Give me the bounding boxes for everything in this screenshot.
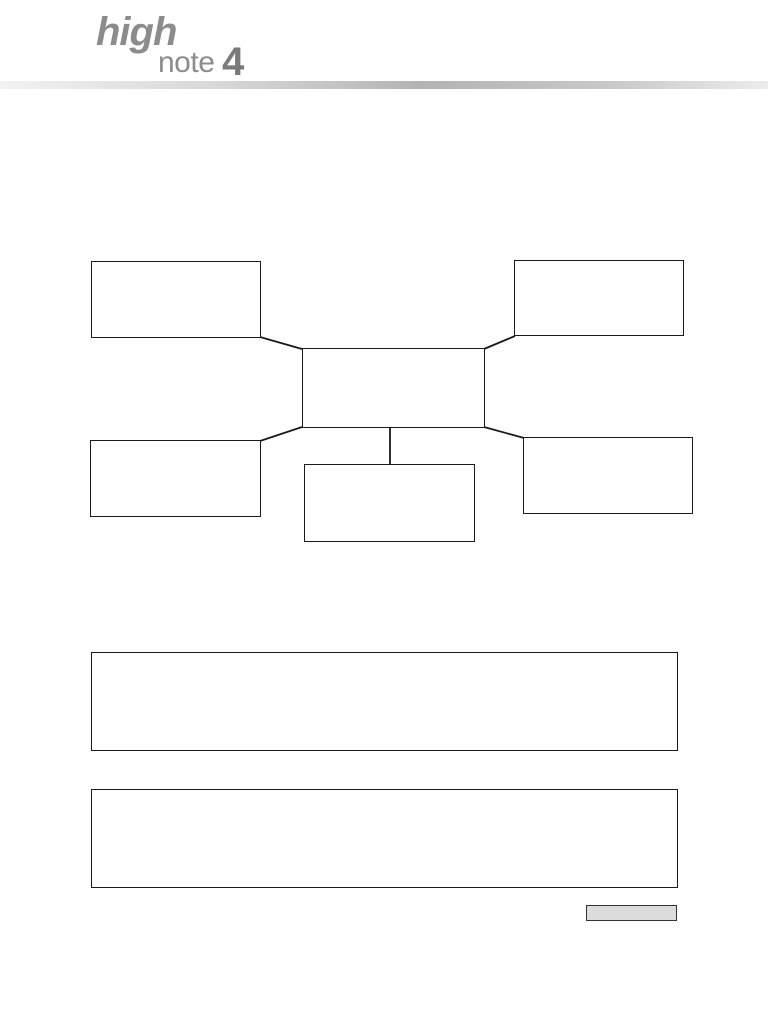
logo-word-note: note [158,46,215,79]
mind-map-center-box[interactable] [302,348,485,428]
mind-map-branch-bottom-center[interactable] [304,464,475,542]
logo-number: 4 [222,40,245,84]
connector-top-left [259,336,303,350]
connector-bottom-right [483,426,525,439]
answer-box-1[interactable] [91,652,678,751]
mind-map-branch-bottom-left[interactable] [90,440,261,517]
mind-map-branch-top-right[interactable] [514,260,684,336]
answer-box-2[interactable] [91,789,678,888]
header-divider [0,81,768,89]
mind-map-branch-bottom-right[interactable] [523,437,693,514]
score-box[interactable] [586,905,677,921]
logo-word-high: high [96,10,177,54]
mind-map-branch-top-left[interactable] [91,261,261,338]
connector-top-right [483,335,516,350]
mind-map-connectors [259,335,525,465]
highnote-logo: high note 4 [96,10,256,84]
connector-bottom-left [259,426,303,442]
